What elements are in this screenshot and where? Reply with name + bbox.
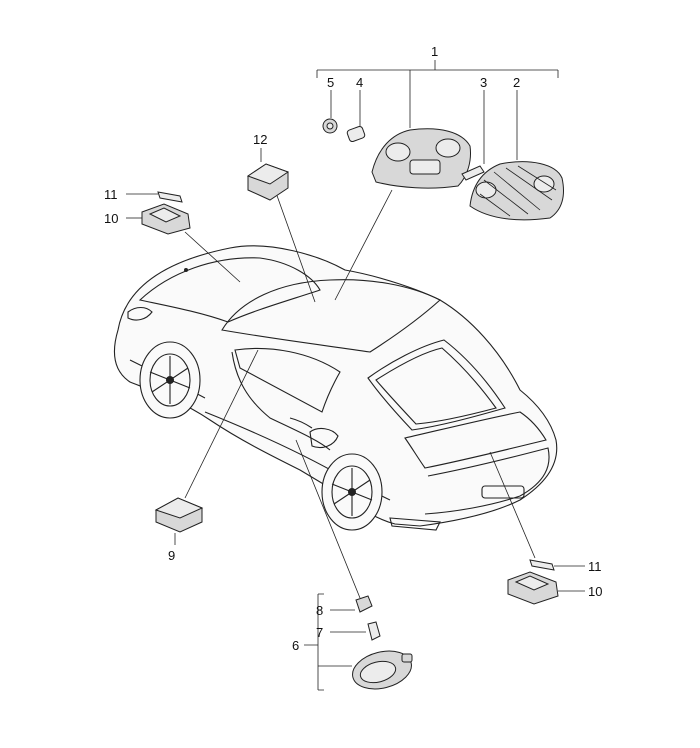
part-3-festoon-bulb [461,165,485,181]
part-7-bulb [367,621,381,641]
callout-1: 1 [431,44,438,59]
part-8-bulb-socket [355,595,373,613]
part-10-lamp-housing-front [141,203,191,235]
car-roof [221,279,441,353]
car-exhaust [481,485,525,499]
callout-8: 8 [316,603,323,618]
callout-7: 7 [316,625,323,640]
car-door-line [231,351,331,451]
callout-11-front: 11 [104,187,118,202]
part-12-lamp-unit [246,163,290,201]
part-1-roof-console-housing [371,128,471,189]
car-rear-deck [404,411,547,469]
callout-4: 4 [356,75,363,90]
car-hood [138,257,321,323]
leader-lines [126,60,585,691]
car-rear-window [367,339,506,431]
part-6-side-marker-lamp [352,650,413,690]
callout-11-rear: 11 [588,559,602,574]
callout-10-front: 10 [104,211,118,226]
part-11-festoon-bulb-rear [529,559,555,571]
car-side-window [234,347,341,413]
car-rear-bumper [424,447,550,515]
part-5-bulb-socket [322,118,338,134]
part-9-lamp-unit [154,497,204,533]
car-front-wheel [139,341,201,419]
part-10-lamp-housing-rear [507,571,559,605]
part-11-festoon-bulb-front [157,191,183,203]
callout-labels: 1 2 3 4 5 6 7 8 9 10 10 11 11 12 [104,44,602,653]
callout-3: 3 [480,75,487,90]
car-illustration [113,245,558,531]
callout-12: 12 [253,132,267,147]
car-side-intake [309,427,339,449]
car-body-outline [113,245,558,527]
car-rear-wheel [321,453,383,531]
callout-10-rear: 10 [588,584,602,599]
part-4-wedge-bulb [346,125,366,143]
part-2-interior-light-panel [469,161,564,221]
car-headlight [127,306,153,321]
callout-6: 6 [292,638,299,653]
callout-9: 9 [168,548,175,563]
callout-2: 2 [513,75,520,90]
callout-5: 5 [327,75,334,90]
